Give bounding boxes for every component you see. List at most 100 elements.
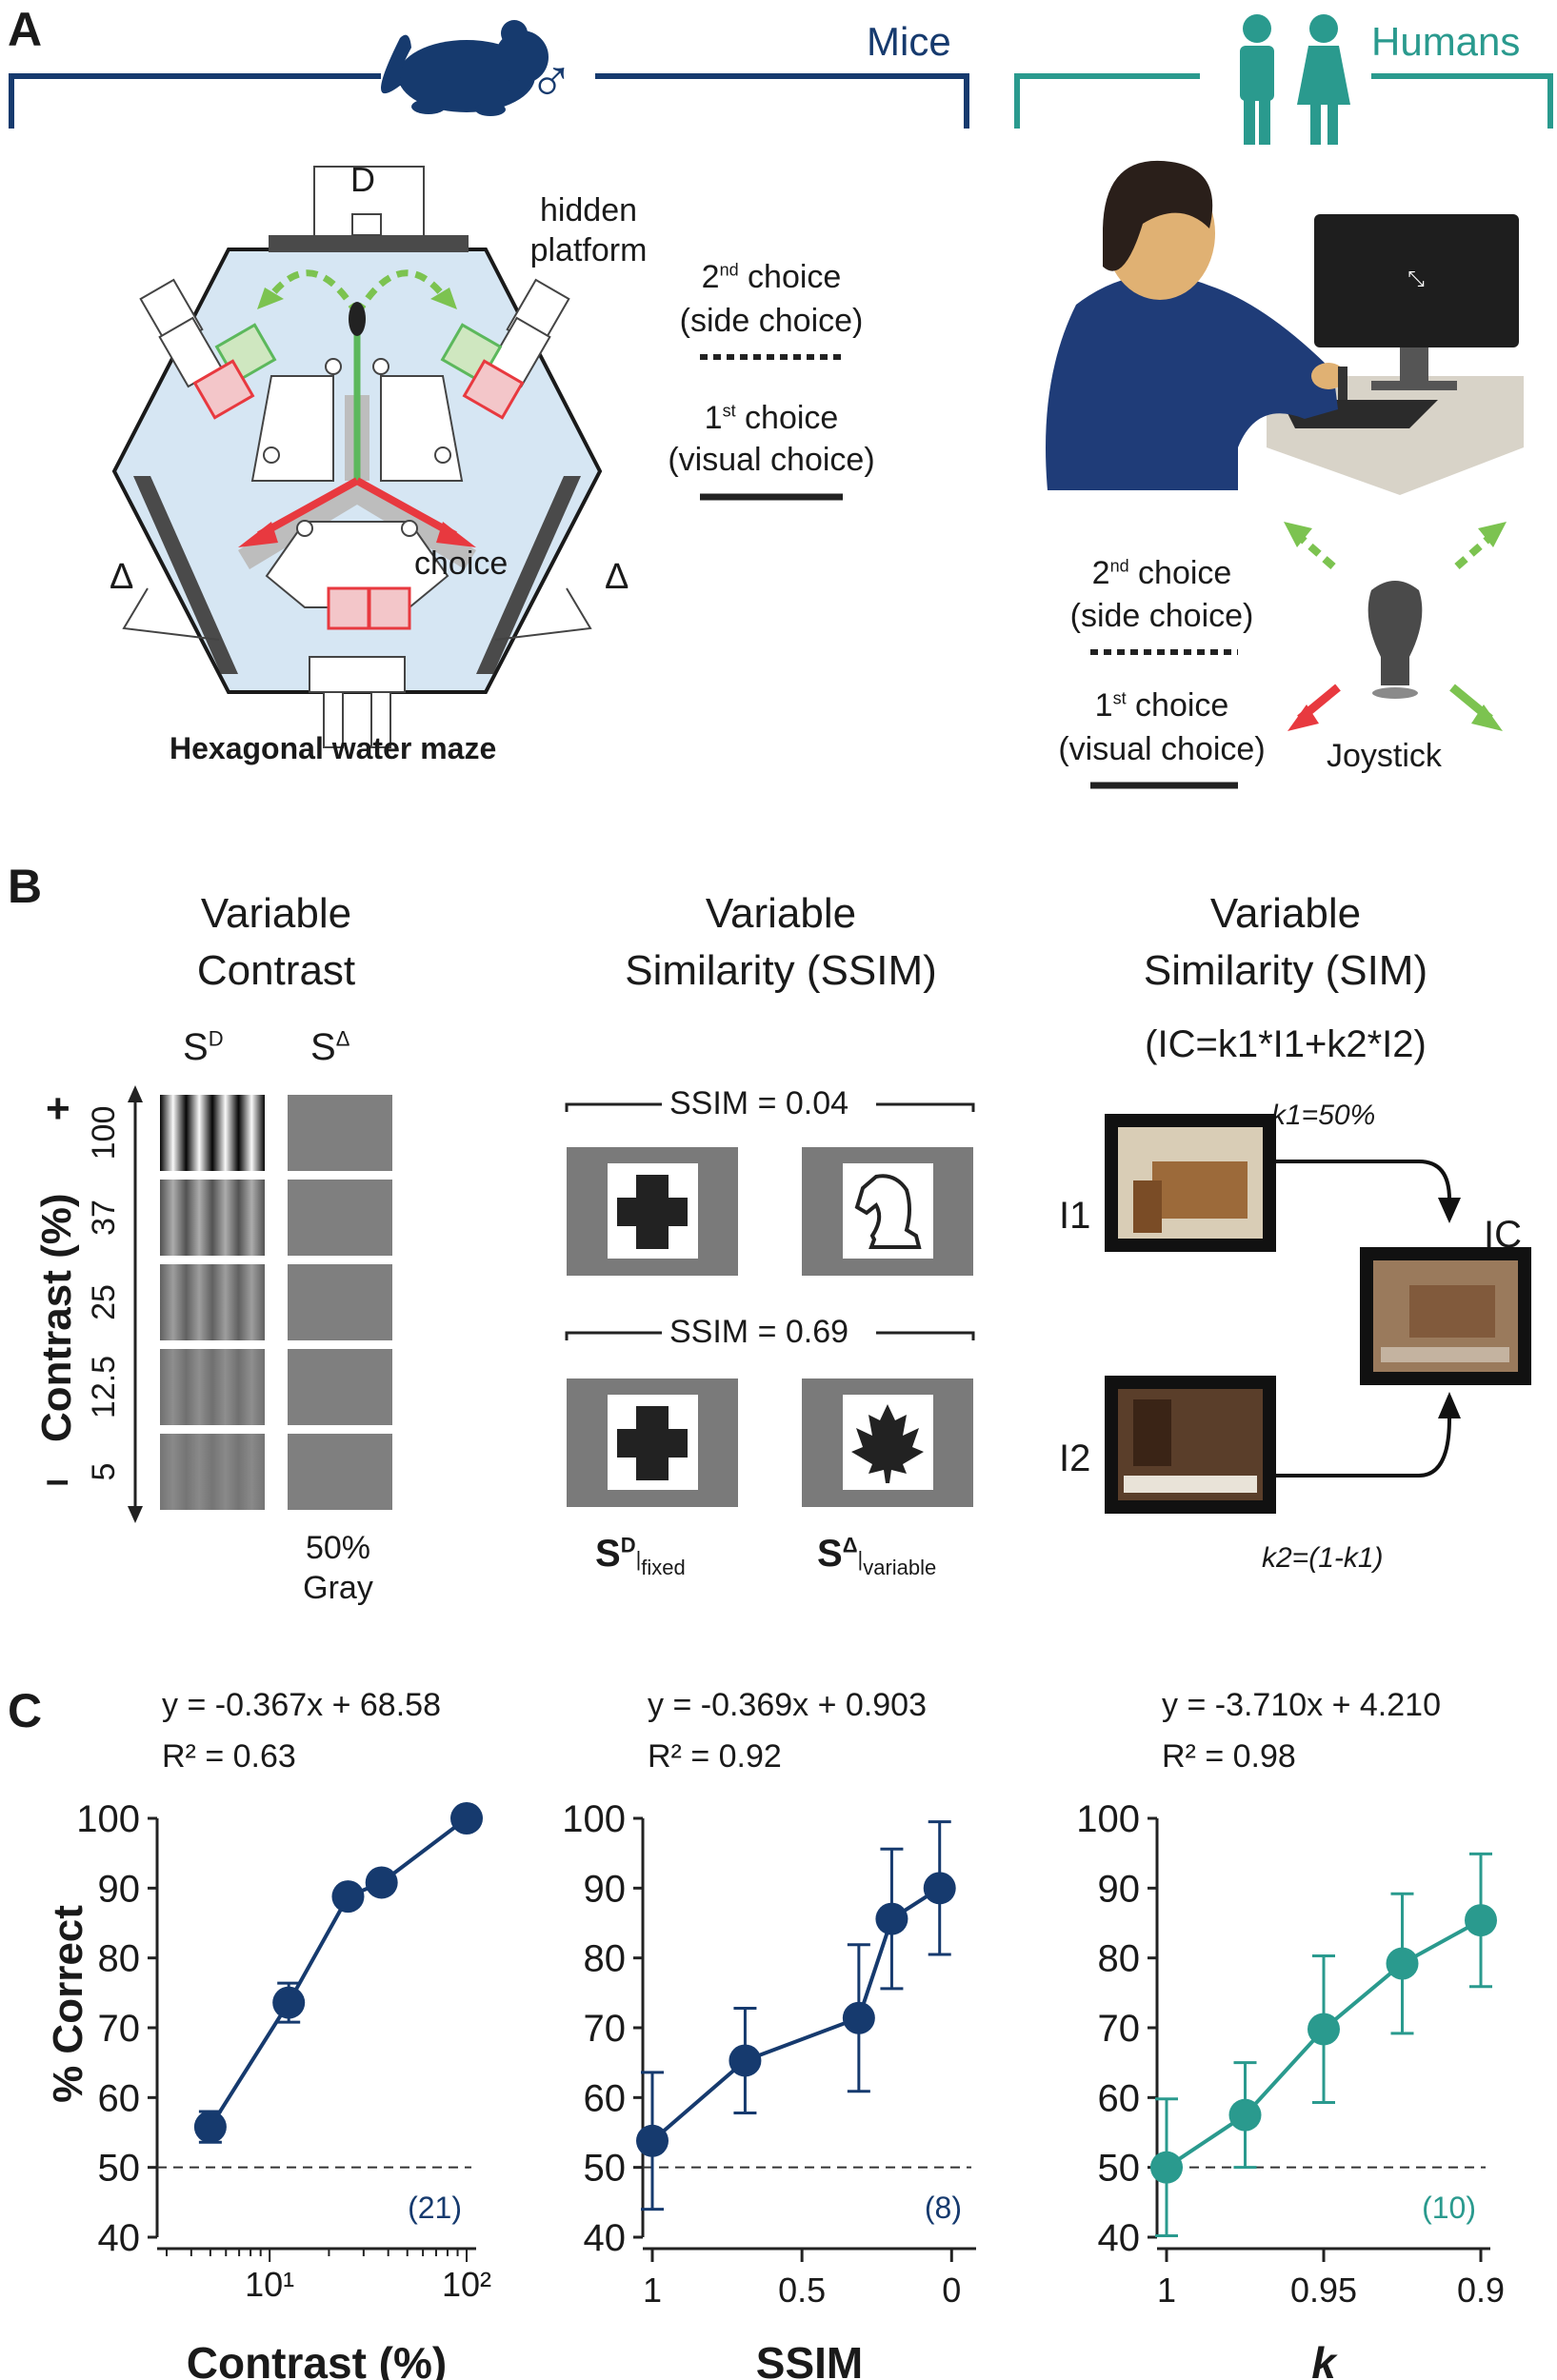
x-tick-label: 1 (1157, 2271, 1176, 2310)
x-tick-label: 0.9 (1457, 2271, 1505, 2310)
mice-label: Mice (867, 19, 951, 64)
y-tick-label: 90 (584, 1868, 627, 1910)
mice-second-choice: 2nd choice (701, 259, 842, 295)
gray-sdelta (288, 1349, 392, 1425)
ssim-row1-label: SSIM = 0.04 (662, 1085, 857, 1122)
knight-icon (854, 1174, 922, 1249)
maze-choice-label: choice (414, 545, 509, 582)
x-tick-label: 0.95 (1290, 2271, 1357, 2310)
contrast-plus: + (46, 1085, 70, 1132)
cross-icon (617, 1175, 688, 1249)
contrast-level-label: 12.5 (86, 1356, 122, 1418)
x-tick-label: 0 (942, 2271, 961, 2310)
y-tick-label: 40 (98, 2217, 141, 2259)
mouse-icon (381, 20, 549, 116)
humans-first-choice: 1st choice (1094, 687, 1229, 724)
data-point (1465, 1904, 1497, 1937)
y-tick-label: 60 (584, 2077, 627, 2119)
data-point (450, 1802, 483, 1835)
ssim-row2-label: SSIM = 0.69 (662, 1314, 857, 1351)
maple-leaf-icon (851, 1404, 924, 1483)
panel-b-letter: B (8, 860, 43, 913)
contrast-level-label: 37 (86, 1200, 122, 1236)
y-tick-label: 70 (98, 2008, 141, 2050)
ssim-stimuli (565, 1102, 975, 1507)
data-point (636, 2124, 669, 2157)
y-tick-label: 60 (1098, 2077, 1141, 2119)
contrast-level-label: 5 (86, 1463, 122, 1481)
x-axis-label: SSIM (756, 2338, 863, 2380)
y-tick-label: 80 (98, 1938, 141, 1980)
panel-a-graphics: ⤡ (9, 14, 1553, 789)
r2-label: R² = 0.92 (648, 1738, 782, 1775)
y-tick-label: 100 (562, 1798, 626, 1840)
n-label: (8) (925, 2191, 962, 2225)
contrast-minus: – (46, 1457, 70, 1503)
contrast-level-label: 100 (86, 1106, 122, 1160)
mice-first-sub: (visual choice) (668, 442, 875, 478)
y-tick-label: 50 (584, 2148, 627, 2190)
humans-second-sub: (side choice) (1069, 598, 1254, 634)
data-point (729, 2044, 762, 2077)
hexagonal-maze (111, 166, 603, 748)
y-tick-label: 50 (98, 2148, 141, 2190)
data-point (272, 1986, 306, 2019)
y-tick-label: 90 (1098, 1868, 1141, 1910)
gray-sdelta (288, 1264, 392, 1340)
y-tick-label: 100 (76, 1798, 140, 1840)
r2-label: R² = 0.98 (1162, 1738, 1296, 1775)
sim-k1: k1=50% (1271, 1100, 1376, 1131)
sim-k2: k2=(1-k1) (1262, 1542, 1384, 1574)
sd-fixed-label: SD|fixed (595, 1533, 686, 1579)
x-tick-label: 10¹ (245, 2265, 294, 2304)
sdelta-header: SΔ (310, 1026, 350, 1068)
maze-delta-right: Δ (605, 557, 629, 597)
sdelta-variable-label: SΔ|variable (817, 1533, 937, 1579)
data-point (923, 1872, 956, 1905)
male-symbol: ♂ (529, 47, 574, 115)
maze-caption: Hexagonal water maze (170, 731, 497, 765)
gray-label: 50%Gray (303, 1530, 373, 1606)
y-tick-label: 40 (1098, 2217, 1141, 2259)
grating-sd (160, 1434, 265, 1510)
contrast-stimuli: 100 37 25 12.5 5 (86, 1085, 392, 1523)
maze-d-label: D (350, 160, 375, 199)
joystick-icon (1367, 581, 1423, 699)
data-point (1307, 2013, 1340, 2046)
grating-sd (160, 1180, 265, 1256)
grating-sd (160, 1349, 265, 1425)
contrast-level-label: 25 (86, 1284, 122, 1320)
sd-header: SD (183, 1026, 224, 1068)
data-point (365, 1866, 398, 1899)
x-tick-label: 1 (643, 2271, 662, 2310)
grating-sd (160, 1095, 265, 1171)
humans-first-sub: (visual choice) (1058, 731, 1266, 767)
equation-label: y = -0.367x + 68.58 (162, 1687, 441, 1723)
y-tick-label: 40 (584, 2217, 627, 2259)
mice-first-choice: 1st choice (704, 400, 839, 436)
cross-icon (617, 1406, 688, 1480)
y-tick-label: 70 (584, 2008, 627, 2050)
data-point (842, 2001, 875, 2034)
panel-c-letter: C (8, 1684, 43, 1737)
maze-delta-left: Δ (110, 557, 134, 597)
gray-sdelta (288, 1434, 392, 1510)
y-tick-label: 80 (1098, 1938, 1141, 1980)
gray-sdelta (288, 1095, 392, 1171)
series-line (209, 1816, 469, 2129)
data-point (1228, 2098, 1262, 2132)
contrast-axis-label: Contrast (%) (33, 1193, 80, 1442)
equation-label: y = -3.710x + 4.210 (1162, 1687, 1441, 1723)
data-point (331, 1880, 365, 1914)
gray-sdelta (288, 1180, 392, 1256)
x-axis-label: Contrast (%) (187, 2338, 447, 2380)
mice-second-sub: (side choice) (679, 303, 864, 339)
sim-formula: (IC=k1*I1+k2*I2) (1145, 1023, 1427, 1065)
sim-i1-label: I1 (1059, 1195, 1091, 1237)
